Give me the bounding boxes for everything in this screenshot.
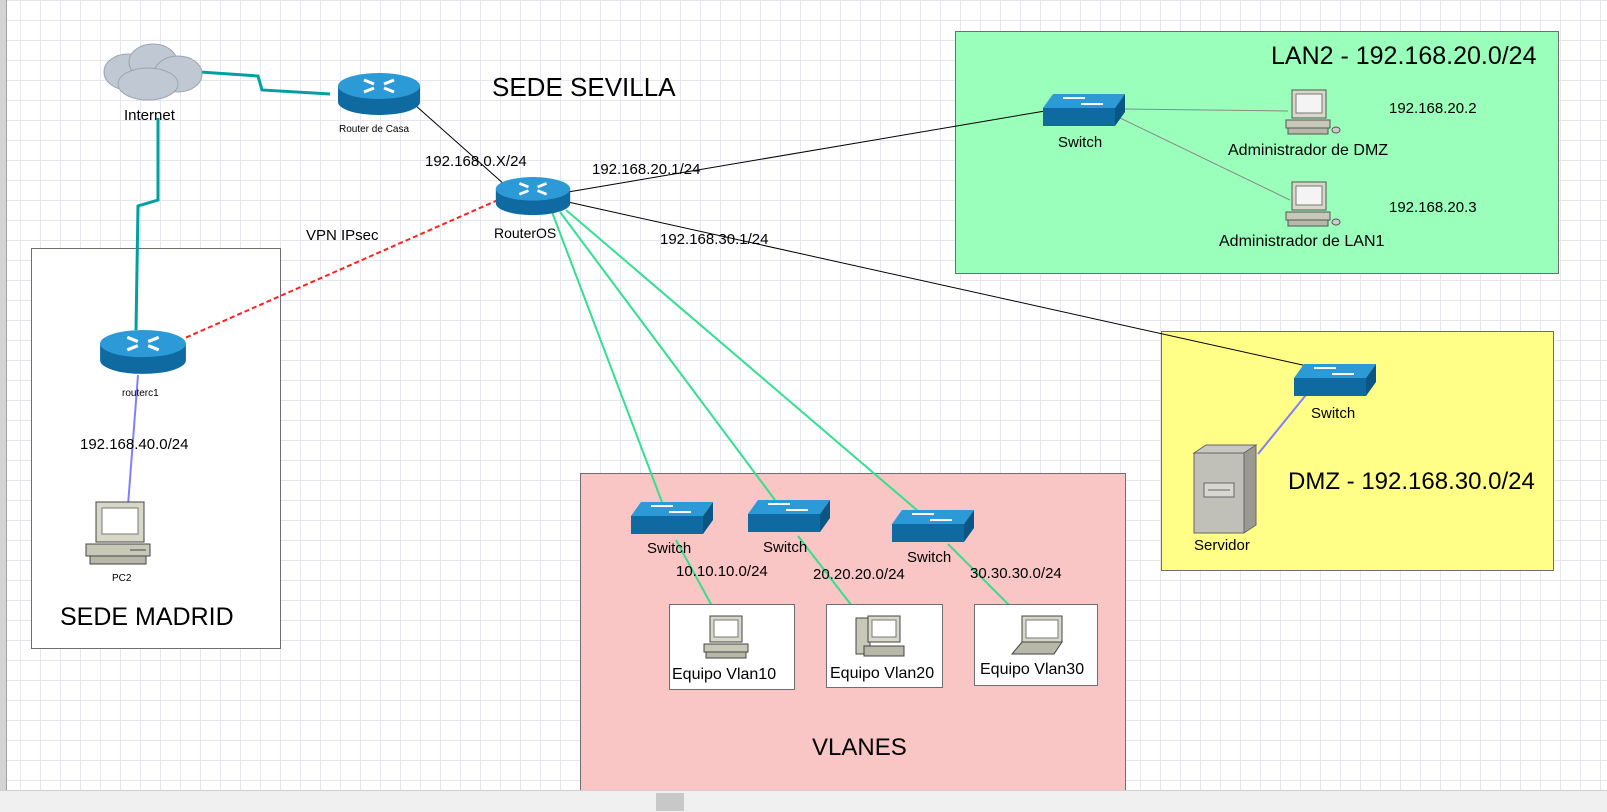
link-routerc1-pc2[interactable] — [127, 374, 139, 506]
link-vpn-ipsec[interactable] — [184, 199, 499, 339]
heading-sede-sevilla: SEDE SEVILLA — [492, 72, 676, 102]
cloud-icon[interactable] — [98, 40, 208, 105]
label-admin-dmz: Administrador de DMZ — [1228, 142, 1389, 159]
label-link-madrid: 192.168.40.0/24 — [80, 436, 189, 453]
label-link-vlan30: 30.30.30.0/24 — [970, 565, 1062, 582]
link-routeros-lan2[interactable] — [567, 110, 1046, 193]
router-icon-casa[interactable] — [336, 72, 422, 118]
zone-lan2[interactable] — [955, 31, 1559, 274]
router-icon-routerc1[interactable] — [98, 328, 188, 378]
label-link-lan2: 192.168.20.1/24 — [592, 161, 701, 178]
label-routeros: RouterOS — [494, 225, 557, 241]
label-link-dmz: 192.168.30.1/24 — [660, 231, 769, 248]
link-lan2-admin-dmz[interactable] — [1123, 108, 1289, 112]
label-link-vlan20: 20.20.20.0/24 — [813, 566, 905, 583]
label-internet: Internet — [124, 107, 175, 124]
label-pc2: PC2 — [112, 573, 132, 584]
canvas-left-edge — [0, 0, 7, 790]
zone-label-dmz: DMZ - 192.168.30.0/24 — [1288, 468, 1535, 495]
link-internet-routerc1[interactable] — [134, 118, 160, 331]
link-vlan10-equipo[interactable] — [675, 539, 713, 607]
link-routercasa-routeros[interactable] — [414, 104, 506, 186]
label-admin-lan1: Administrador de LAN1 — [1219, 233, 1385, 250]
link-routeros-vlan20[interactable] — [559, 211, 776, 501]
switch-icon-dmz[interactable] — [1292, 362, 1378, 400]
switch-icon-vlan20[interactable] — [746, 498, 832, 536]
switch-icon-vlan30[interactable] — [890, 508, 976, 546]
label-servidor: Servidor — [1194, 537, 1250, 554]
link-routeros-dmz[interactable] — [567, 201, 1326, 371]
label-switch-vlan10: Switch — [647, 540, 692, 557]
scrollbar-thumb[interactable] — [656, 793, 684, 811]
label-host-20-3: 192.168.20.3 — [1389, 199, 1477, 216]
link-vlan20-equipo[interactable] — [797, 535, 853, 607]
label-router-casa: Router de Casa — [339, 124, 410, 135]
switch-icon-lan2[interactable] — [1041, 92, 1127, 130]
link-lan2-admin-lan1[interactable] — [1117, 116, 1291, 201]
link-dmz-servidor[interactable] — [1257, 389, 1311, 455]
label-routerc1: routerc1 — [122, 388, 159, 399]
horizontal-scrollbar[interactable] — [0, 790, 1607, 812]
workstation-icon-admin-lan1[interactable] — [1284, 180, 1344, 230]
label-link-vpn: VPN IPsec — [306, 227, 379, 244]
label-switch-vlan20: Switch — [763, 539, 808, 556]
zone-label-madrid: SEDE MADRID — [60, 603, 234, 631]
label-link-wan: 192.168.0.X/24 — [425, 153, 527, 170]
link-internet-router-casa[interactable] — [199, 70, 331, 96]
zone-label-lan2: LAN2 - 192.168.20.0/24 — [1271, 42, 1537, 70]
label-switch-vlan30: Switch — [907, 549, 952, 566]
label-equipo-vlan10: Equipo Vlan10 — [672, 666, 777, 683]
pc-icon-pc2[interactable] — [84, 498, 164, 570]
label-equipo-vlan20: Equipo Vlan20 — [830, 665, 935, 682]
workstation-icon-admin-dmz[interactable] — [1284, 88, 1344, 138]
label-link-vlan10: 10.10.10.0/24 — [676, 563, 768, 580]
label-switch-lan2: Switch — [1058, 134, 1103, 151]
link-routeros-vlan30[interactable] — [565, 209, 919, 512]
zone-label-vlanes: VLANES — [812, 734, 907, 761]
label-equipo-vlan30: Equipo Vlan30 — [980, 661, 1085, 678]
laptop-icon-vlan30 — [1010, 615, 1063, 655]
workstation-icon-vlan20 — [855, 615, 905, 657]
server-icon[interactable] — [1190, 443, 1260, 535]
router-icon-routeros[interactable] — [494, 176, 572, 218]
workstation-icon-vlan10 — [703, 615, 749, 659]
link-routeros-vlan10[interactable] — [551, 211, 663, 503]
label-switch-dmz: Switch — [1311, 405, 1356, 422]
switch-icon-vlan10[interactable] — [629, 500, 715, 538]
label-host-20-2: 192.168.20.2 — [1389, 100, 1477, 117]
